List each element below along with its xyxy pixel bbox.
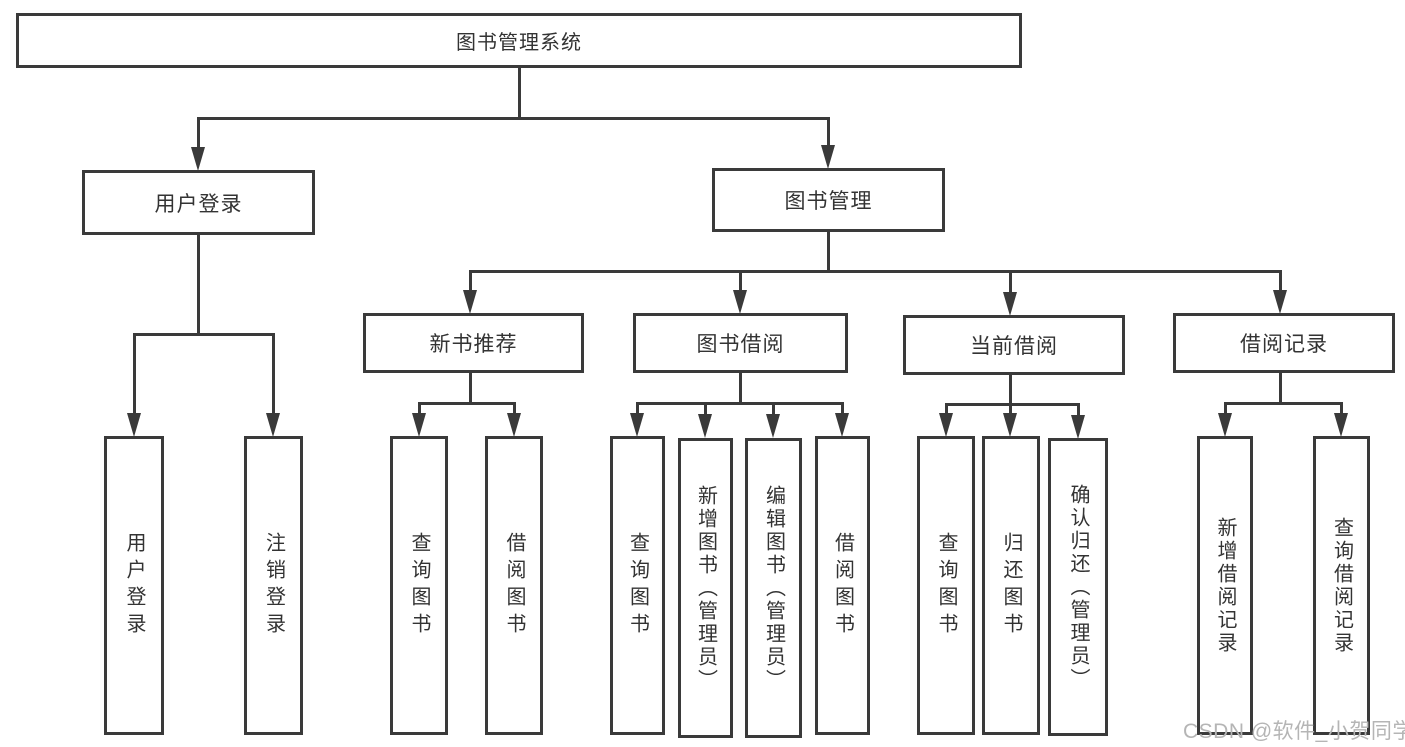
node-book-management: 图书管理: [712, 168, 945, 232]
node-user-login: 用户登录: [82, 170, 315, 235]
leaf-query-borrow-record-label: 查询借阅记录: [1330, 516, 1353, 655]
arrow-down-leaf-user-login: [127, 413, 141, 437]
connector-current-drop-3: [1077, 403, 1080, 415]
node-book-management-label: 图书管理: [784, 190, 873, 213]
leaf-return-book-label: 归还图书: [1000, 531, 1022, 640]
connector-borrow-stem: [739, 373, 742, 404]
node-root-library-system: 图书管理系统: [16, 13, 1022, 68]
leaf-borrow-book-1-label: 借阅图书: [503, 531, 525, 640]
leaf-query-borrow-record: 查询借阅记录: [1313, 436, 1370, 735]
arrow-down-user-login: [191, 147, 205, 171]
leaf-edit-book-admin-label: 编辑图书（管理员）: [762, 484, 785, 692]
node-new-book-recommend-label: 新书推荐: [429, 333, 518, 356]
arrow-down-borrow-book-1: [507, 413, 521, 437]
arrow-down-borrow-record: [1273, 290, 1287, 314]
connector-recommend-drop-2: [513, 402, 516, 414]
arrow-down-book-borrow: [733, 290, 747, 314]
arrow-down-add-book-admin: [698, 414, 712, 438]
node-current-borrow: 当前借阅: [903, 315, 1125, 375]
connector-mgmt-drop-3: [1009, 270, 1012, 292]
leaf-confirm-return-admin-label: 确认归还（管理员）: [1067, 483, 1089, 691]
connector-mgmt-drop-1: [469, 270, 472, 292]
leaf-confirm-return-admin: 确认归还（管理员）: [1048, 438, 1108, 736]
connector-recommend-stem: [469, 373, 472, 405]
arrow-down-new-book-recommend: [463, 290, 477, 314]
leaf-borrow-book-1: 借阅图书: [485, 436, 543, 735]
arrow-down-confirm-return: [1071, 415, 1085, 439]
connector-current-bar: [945, 403, 1080, 406]
leaf-add-book-admin: 新增图书（管理员）: [678, 438, 733, 738]
leaf-return-book: 归还图书: [982, 436, 1040, 735]
connector-borrow-bar: [636, 402, 844, 405]
node-current-borrow-label: 当前借阅: [970, 335, 1058, 358]
leaf-query-book-2: 查询图书: [610, 436, 665, 735]
leaf-borrow-book-2: 借阅图书: [815, 436, 870, 735]
arrow-down-query-book-1: [412, 413, 426, 437]
leaf-user-login-label: 用户登录: [123, 531, 145, 640]
arrow-down-edit-book-admin: [766, 414, 780, 438]
arrow-down-leaf-logout: [266, 413, 280, 437]
connector-current-stem: [1009, 375, 1012, 406]
connector-mgmt-drop-4: [1279, 270, 1282, 292]
connector-login-drop-1: [133, 333, 136, 414]
csdn-watermark: CSDN @软件_小贺同学: [1183, 720, 1405, 743]
connector-record-drop-2: [1340, 402, 1343, 414]
connector-login-bar: [133, 333, 275, 336]
leaf-edit-book-admin: 编辑图书（管理员）: [745, 438, 802, 738]
connector-borrow-drop-4: [841, 402, 844, 414]
leaf-user-login: 用户登录: [104, 436, 164, 735]
connector-root-drop-left: [197, 117, 200, 150]
connector-mgmt-bar: [469, 270, 1282, 273]
connector-current-drop-1: [945, 403, 948, 415]
arrow-down-return-book: [1003, 413, 1017, 437]
connector-borrow-drop-2: [704, 402, 707, 414]
node-new-book-recommend: 新书推荐: [363, 313, 584, 373]
connector-recommend-bar: [418, 402, 516, 405]
leaf-query-book-1: 查询图书: [390, 436, 448, 735]
node-user-login-label: 用户登录: [154, 192, 243, 216]
connector-recommend-drop-1: [418, 402, 421, 414]
connector-record-drop-1: [1224, 402, 1227, 414]
arrow-down-current-borrow: [1003, 292, 1017, 316]
leaf-add-book-admin-label: 新增图书（管理员）: [694, 484, 717, 692]
connector-login-drop-2: [272, 333, 275, 414]
connector-root-drop-right: [827, 117, 830, 148]
arrow-down-book-management: [821, 145, 835, 169]
node-borrow-record-label: 借阅记录: [1240, 333, 1328, 356]
leaf-logout-label: 注销登录: [262, 531, 285, 640]
connector-mgmt-stem: [827, 232, 830, 273]
connector-borrow-drop-3: [772, 402, 775, 414]
leaf-logout: 注销登录: [244, 436, 303, 735]
arrow-down-query-book-2: [630, 413, 644, 437]
leaf-query-book-3-label: 查询图书: [935, 531, 957, 640]
arrow-down-query-borrow-record: [1334, 413, 1348, 437]
connector-root-stem: [518, 68, 521, 118]
connector-mgmt-drop-2: [739, 270, 742, 292]
leaf-query-book-1-label: 查询图书: [408, 531, 430, 640]
connector-current-drop-2: [1009, 403, 1012, 415]
connector-root-bar: [197, 117, 830, 120]
arrow-down-query-book-3: [939, 413, 953, 437]
node-root-label: 图书管理系统: [456, 32, 582, 54]
node-borrow-record: 借阅记录: [1173, 313, 1395, 373]
node-book-borrow: 图书借阅: [633, 313, 848, 373]
leaf-query-book-3: 查询图书: [917, 436, 975, 735]
connector-record-stem: [1279, 373, 1282, 405]
arrow-down-borrow-book-2: [835, 413, 849, 437]
leaf-add-borrow-record-label: 新增借阅记录: [1214, 516, 1236, 655]
leaf-add-borrow-record: 新增借阅记录: [1197, 436, 1253, 735]
arrow-down-add-borrow-record: [1218, 413, 1232, 437]
connector-record-bar: [1224, 402, 1343, 405]
connector-borrow-drop-1: [636, 402, 639, 414]
connector-login-stem: [197, 235, 200, 335]
node-book-borrow-label: 图书借阅: [696, 333, 785, 356]
leaf-query-book-2-label: 查询图书: [626, 531, 649, 640]
leaf-borrow-book-2-label: 借阅图书: [831, 531, 854, 640]
